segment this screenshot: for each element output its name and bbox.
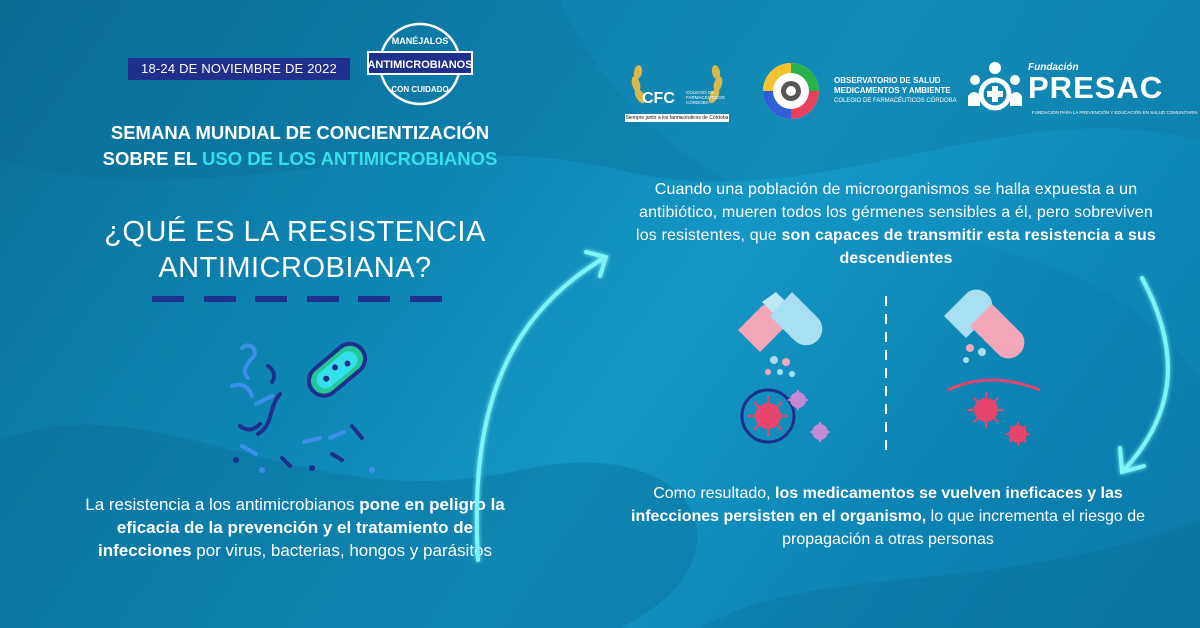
observatorio-logo: OBSERVATORIO DE SALUD MEDICAMENTOS Y AMB…: [756, 60, 957, 122]
headline-line2-accent: USO DE LOS ANTIMICROBIANOS: [202, 148, 498, 169]
top-text-bold: son capaces de transmitir esta resistenc…: [781, 227, 1156, 267]
cfc-small: COLEGIO DE FARMACÉUTICOS CÓRDOBA: [686, 90, 725, 105]
presac-logo: Fundación PRESAC FUNDACIÓN PARA LA PREVE…: [966, 60, 1198, 122]
left-text-bold: pone en peligro la eficacia de la preven…: [97, 495, 505, 560]
cfc-tagline: Siempre junto a los farmacéuticos de Cór…: [625, 114, 729, 122]
top-text-plain: Cuando una población de microorganismos …: [636, 181, 1153, 244]
microbes-icon: [230, 341, 375, 473]
bottom-text-plain1: Como resultado,: [653, 485, 776, 502]
capsule-left: [738, 292, 823, 377]
observatorio-emblem-icon: [763, 63, 819, 119]
germ-left-small: [788, 390, 830, 442]
headline-line1: SEMANA MUNDIAL DE CONCIENTIZACIÓN: [110, 122, 490, 143]
laurel-icon: [631, 65, 723, 104]
bottom-text-bold: los medicamentos se vuelven ineficaces y…: [631, 485, 1123, 525]
headline-line2: SOBRE EL USO DE LOS ANTIMICROBIANOS: [40, 146, 560, 172]
cfc-logo: CFC COLEGIO DE FARMACÉUTICOS CÓRDOBA Sie…: [622, 56, 732, 126]
observatorio-text: OBSERVATORIO DE SALUD MEDICAMENTOS Y AMB…: [834, 76, 957, 106]
presac-people-icon: [968, 62, 1022, 111]
observatorio-line1: OBSERVATORIO DE SALUD: [834, 76, 941, 85]
observatorio-line3: COLEGIO DE FARMACÉUTICOS CÓRDOBA: [834, 98, 957, 104]
presac-sub: FUNDACIÓN PARA LA PREVENCIÓN Y EDUCACIÓN…: [1032, 110, 1198, 115]
left-text-plain2: por virus, bacterias, hongos y parásitos: [191, 541, 493, 560]
question-title: ¿QUÉ ES LA RESISTENCIA ANTIMICROBIANA?: [60, 214, 530, 286]
observatorio-line2: MEDICAMENTOS Y AMBIENTE: [834, 86, 951, 95]
cfc-name: CFC: [642, 90, 675, 107]
question-underline-dashes: [152, 296, 442, 302]
presac-foundation: Fundación: [1028, 62, 1079, 73]
headline-line2-plain: SOBRE EL: [102, 148, 203, 169]
left-text-plain1: La resistencia a los antimicrobianos: [85, 495, 360, 514]
campaign-logo-top: MANÉJALOS: [392, 36, 449, 46]
question-line1: ¿QUÉ ES LA RESISTENCIA: [104, 216, 486, 248]
top-description: Cuando una población de microorganismos …: [632, 178, 1160, 270]
left-arrow-head: [584, 250, 609, 278]
left-description: La resistencia a los antimicrobianos pon…: [80, 493, 510, 562]
date-badge: 18-24 DE NOVIEMBRE DE 2022: [128, 58, 350, 80]
headline: SEMANA MUNDIAL DE CONCIENTIZACIÓN SOBRE …: [40, 120, 560, 172]
campaign-logo: ANTIMICROBIANOS MANÉJALOS CON CUIDADO: [367, 22, 473, 106]
right-arrow-head: [1118, 446, 1146, 475]
campaign-logo-middle: ANTIMICROBIANOS: [367, 59, 472, 71]
bottom-description: Como resultado, los medicamentos se vuel…: [618, 482, 1158, 551]
left-curved-arrow: [474, 256, 606, 562]
germ-left-main: [748, 396, 788, 436]
bottom-text-plain2: lo que incrementa el riesgo de propagaci…: [782, 508, 1145, 548]
campaign-logo-bottom: CON CUIDADO: [391, 85, 448, 94]
germ-right-small: [1006, 422, 1030, 446]
presac-name: PRESAC: [1028, 70, 1164, 105]
question-line2: ANTIMICROBIANA?: [158, 252, 432, 284]
antibiotic-illustration: [738, 289, 1041, 456]
capsule-right: [944, 289, 1025, 363]
germ-right-main: [968, 392, 1004, 428]
right-curved-arrow: [1122, 276, 1170, 472]
